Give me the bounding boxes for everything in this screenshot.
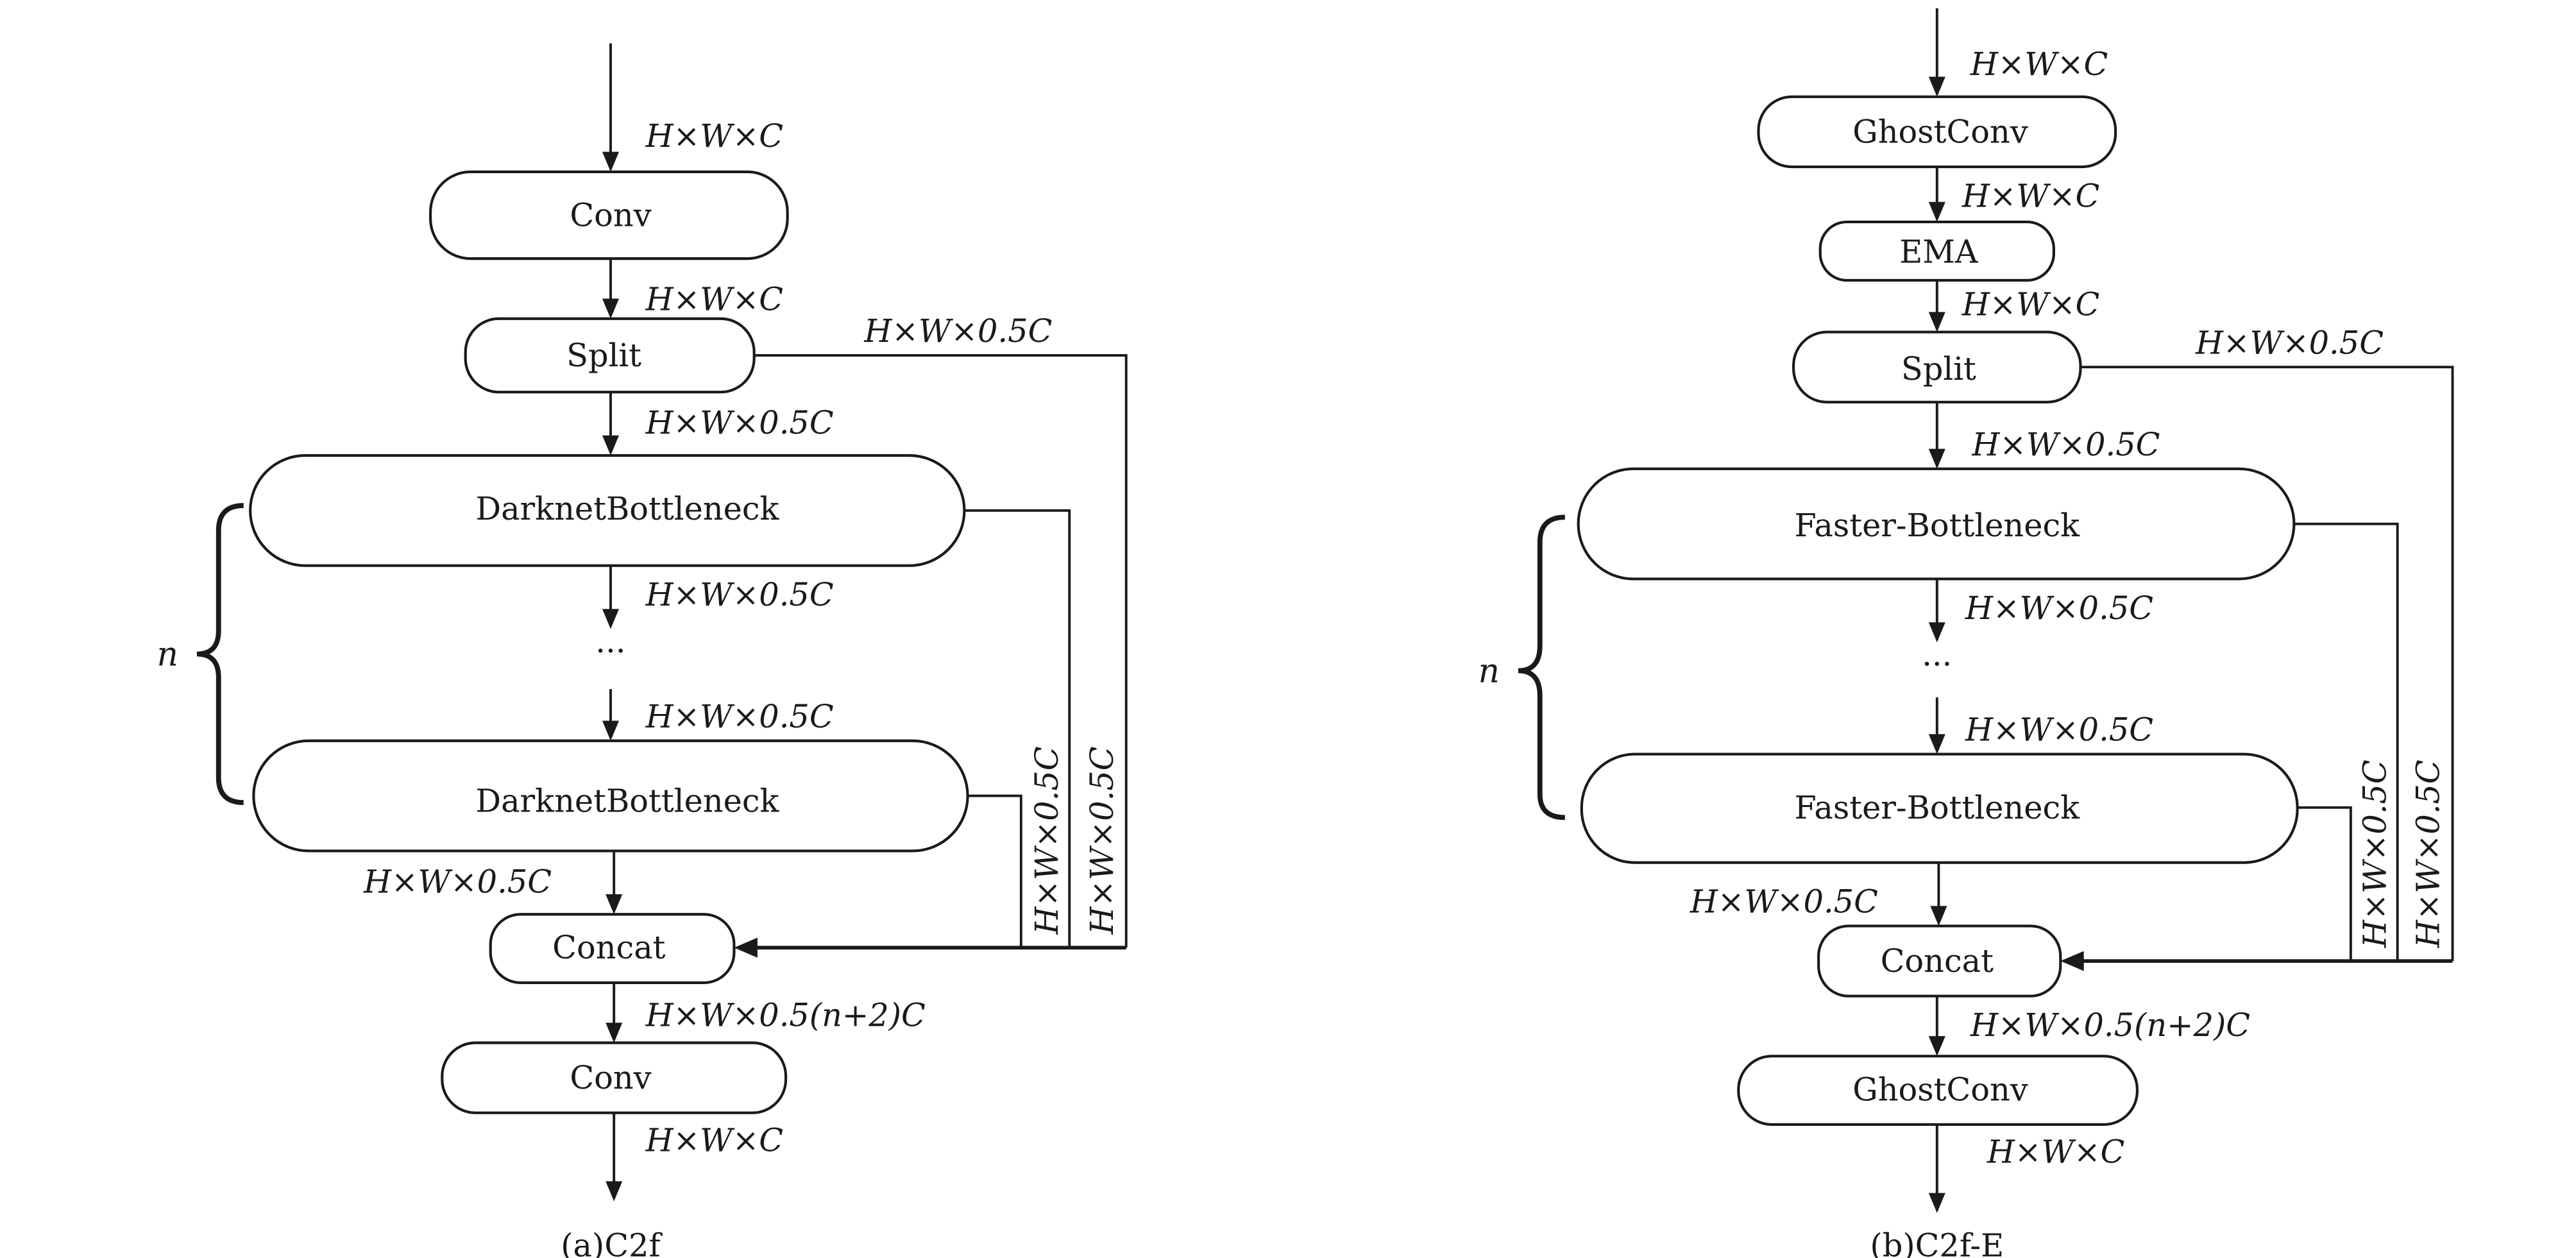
arrowhead	[602, 435, 619, 456]
edge-split-skip	[2080, 366, 2454, 962]
node-split-label: Split	[566, 337, 641, 374]
arrowhead	[1928, 622, 1945, 643]
repeat-brace-icon	[1518, 514, 1565, 820]
dim-label-skip-split: H×W×0.5C	[2410, 760, 2447, 948]
node-conv-out-label: Conv	[570, 1059, 651, 1096]
arrowhead	[1928, 734, 1945, 754]
edge-bottleneck-1-skip	[2294, 522, 2399, 962]
caption: (b)C2f-E	[1870, 1227, 2004, 1258]
node-concat-label: Concat	[1881, 942, 1994, 980]
node-concat-label: Concat	[552, 929, 666, 966]
arrowhead	[1928, 201, 1945, 222]
dim-label-concat-conv: H×W×0.5(n+2)C	[645, 996, 926, 1033]
dim-label-skip-bottleneck: H×W×0.5C	[2356, 760, 2393, 948]
dim-label-bottleneck-ellipsis: H×W×0.5C	[645, 576, 834, 613]
arrowhead	[1928, 1036, 1945, 1057]
dim-label-skip-split: H×W×0.5C	[1083, 746, 1121, 935]
edge-split-skip	[754, 354, 1128, 948]
arrowhead	[1930, 906, 1947, 926]
dim-label-conv-split: H×W×C	[645, 281, 783, 318]
dim-label-output: H×W×C	[645, 1122, 783, 1159]
diagram-c2f: H×W×C Conv H×W×C Split H×W×0.5C H×W×0.5C…	[157, 43, 1128, 1258]
arrowhead	[606, 894, 623, 915]
dim-label-concat-conv: H×W×0.5(n+2)C	[1970, 1007, 2250, 1044]
dim-label-bottleneck-concat: H×W×0.5C	[363, 863, 552, 900]
arrowhead	[606, 1023, 623, 1043]
arrowhead	[602, 720, 619, 741]
ellipsis: ···	[595, 632, 625, 669]
dim-label-ellipsis-bottleneck: H×W×0.5C	[645, 698, 834, 735]
dim-label-skip-bottleneck: H×W×0.5C	[1028, 746, 1065, 935]
dim-label-bottleneck-ellipsis: H×W×0.5C	[1965, 590, 2153, 627]
arrowhead	[602, 609, 619, 629]
node-ghostconv-in-label: GhostConv	[1852, 113, 2028, 150]
node-ghostconv-out-label: GhostConv	[1852, 1071, 2028, 1108]
edge-bottleneck-1-skip	[964, 509, 1071, 948]
repeat-label: n	[157, 636, 178, 674]
ellipsis: ···	[1922, 645, 1952, 683]
dim-label-input: H×W×C	[1970, 46, 2108, 83]
dim-label-ellipsis-bottleneck: H×W×0.5C	[1965, 711, 2153, 749]
edge-bottleneck-n-skip	[967, 794, 1022, 948]
arrowhead	[602, 151, 619, 172]
repeat-label: n	[1479, 652, 1500, 691]
dim-label-split-branch: H×W×0.5C	[2195, 324, 2384, 361]
dim-label-split-bottleneck: H×W×0.5C	[1971, 426, 2160, 463]
arrowhead	[1928, 1193, 1945, 1213]
arrowhead	[606, 1181, 623, 1202]
dim-label-ema-split: H×W×C	[1962, 286, 2099, 323]
arrowhead	[1928, 312, 1945, 332]
node-bottleneck-n-label: DarknetBottleneck	[475, 782, 779, 819]
dim-label-bottleneck-concat: H×W×0.5C	[1690, 883, 1878, 921]
node-conv-in	[428, 170, 789, 260]
diagram-c2f-e: H×W×C GhostConv H×W×C EMA H×W×C Split H×…	[1479, 8, 2454, 1258]
arrowhead	[734, 937, 758, 958]
node-split-label: Split	[1901, 350, 1976, 387]
arrowhead	[1928, 76, 1945, 97]
dim-label-split-bottleneck: H×W×0.5C	[645, 404, 834, 441]
repeat-brace-icon	[196, 503, 244, 805]
node-bottleneck-1-label: DarknetBottleneck	[475, 490, 779, 527]
dim-label-split-branch: H×W×0.5C	[863, 312, 1052, 350]
node-ema-label: EMA	[1899, 234, 1979, 271]
arrowhead	[1928, 448, 1945, 469]
node-bottleneck-n-label: Faster-Bottleneck	[1794, 789, 2080, 826]
dim-label-input: H×W×C	[645, 117, 783, 155]
edge-bottleneck-n-skip	[2297, 806, 2352, 962]
node-concat	[489, 913, 736, 984]
caption: (a)C2f	[561, 1227, 663, 1258]
arrowhead	[2060, 951, 2084, 971]
dim-label-conv-ema: H×W×C	[1962, 178, 2099, 215]
arrowhead	[602, 298, 619, 319]
node-bottleneck-1-label: Faster-Bottleneck	[1794, 507, 2080, 544]
node-conv-in-label: Conv	[570, 197, 651, 234]
dim-label-output: H×W×C	[1987, 1134, 2124, 1171]
